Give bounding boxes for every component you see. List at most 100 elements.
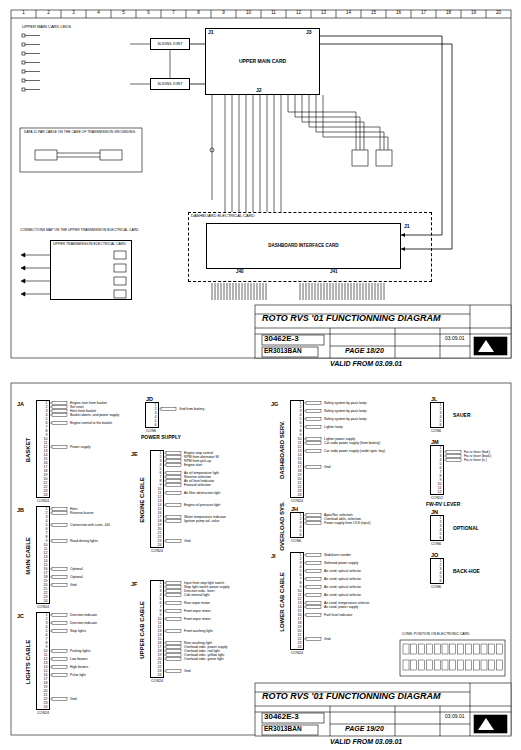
- pin-number: 6: [160, 471, 162, 475]
- wire: [304, 467, 306, 468]
- note-label: ROTO RVS '01 FUNCTIONNING DIAGRAM: [262, 692, 440, 702]
- signal-description: Reverse selection: [184, 475, 211, 479]
- pin-number: 10: [298, 437, 302, 441]
- pin-number: 3: [46, 515, 48, 519]
- wire: [253, 95, 254, 212]
- wire-number-box: [161, 407, 176, 410]
- pin-stub: [248, 283, 249, 300]
- led-symbol: [22, 61, 25, 64]
- pin-number: 20: [158, 527, 162, 531]
- pin-number: 1: [46, 507, 48, 511]
- grid-cell: [489, 644, 495, 654]
- pin-number: 21: [158, 661, 162, 665]
- column-number: 4: [97, 11, 100, 16]
- pin-stub: [315, 283, 316, 300]
- connector-line: [190, 44, 205, 45]
- wire-number-box: [166, 459, 181, 462]
- pin-number: 5: [440, 532, 442, 536]
- pin-stub: [363, 283, 364, 300]
- wire: [267, 95, 268, 212]
- pin-stub: [309, 283, 310, 300]
- pin-number: 9: [46, 645, 48, 649]
- pin-number: 1: [440, 516, 442, 520]
- connector-name: MAIN CABLE: [25, 537, 32, 575]
- pin-stub: [357, 283, 358, 300]
- pin-number: 22: [298, 485, 302, 489]
- pin-stub: [251, 283, 252, 300]
- grid-cell: [473, 644, 479, 654]
- pin-number: 12: [298, 445, 302, 449]
- connector-type: CON24: [151, 550, 163, 554]
- connector-type: CON24: [37, 500, 49, 504]
- pin-number: 4: [300, 413, 302, 417]
- pin-stub: [212, 283, 213, 300]
- wire: [288, 95, 356, 150]
- connector-type: CON24: [291, 652, 303, 656]
- pin-number: 11: [158, 491, 162, 495]
- pin-number: 24: [158, 673, 162, 677]
- wire-number-box: [52, 673, 67, 676]
- connector-type: CON6: [431, 586, 441, 590]
- wire-number-box: [52, 575, 67, 578]
- connector-block: JGCON24DASHBOARD SERV.123456789101112131…: [290, 400, 304, 498]
- pin-number: 16: [158, 641, 162, 645]
- wire: [164, 583, 166, 584]
- pin-number: 18: [158, 649, 162, 653]
- pin-number: 11: [438, 486, 442, 490]
- signal-description: Reverse buzzer: [70, 511, 94, 515]
- diagram-title: ROTO RVS '01 FUNCTIONNING DIAGRAM: [262, 314, 440, 324]
- wire: [50, 509, 52, 510]
- pin-number: 2: [160, 585, 162, 589]
- connector-name: OVERLOAD SYS.: [279, 501, 286, 550]
- pin-number: 14: [158, 633, 162, 637]
- grid-cell: [426, 644, 432, 654]
- note-label: VALID FROM 03.09.01: [330, 360, 402, 368]
- pin-number: 10: [158, 487, 162, 491]
- grid-cell: [434, 660, 440, 670]
- drawing-stroke: [25, 255, 50, 294]
- pin-number: 13: [158, 499, 162, 503]
- pin-number: 13: [298, 601, 302, 605]
- wire: [304, 523, 306, 524]
- connector-type: CON24: [37, 606, 49, 610]
- wire-number-box: [166, 503, 181, 506]
- connector-name: POWER SUPPLY: [141, 435, 181, 441]
- pin-number: 9: [440, 478, 442, 482]
- pin-number: 21: [298, 481, 302, 485]
- pin-stub: [263, 283, 264, 300]
- wire-number-box: [52, 511, 67, 514]
- drawing-stroke: [25, 44, 40, 45]
- signal-description: Lighter lamp: [324, 425, 343, 429]
- connector-id: JF: [131, 581, 137, 587]
- signal-description: Gnd: [184, 539, 190, 543]
- pin-stub: [245, 283, 246, 300]
- grid-cell: [442, 660, 448, 670]
- pin-number: 7: [46, 637, 48, 641]
- signal-description: Gnd: [324, 465, 330, 469]
- pin-number: 2: [300, 405, 302, 409]
- wire: [50, 659, 52, 660]
- pin-stub: [303, 283, 304, 300]
- wire-number-box: [166, 581, 181, 584]
- pin-stub: [257, 283, 258, 300]
- pin-stub: [239, 283, 240, 300]
- wire: [50, 651, 52, 652]
- wire-number-box: [166, 519, 181, 522]
- note-label: 03.09.01: [445, 336, 464, 342]
- pin-stub: [318, 283, 319, 300]
- drawing-stroke: [436, 10, 437, 18]
- signal-description: Rear wiper motor: [184, 601, 210, 605]
- signal-description: Engine oil pressure light: [184, 503, 220, 507]
- pin-number: 21: [298, 633, 302, 637]
- pin-number: 15: [44, 669, 48, 673]
- drawing-stroke: [25, 62, 40, 63]
- wire-number-box: [52, 405, 67, 408]
- wire: [304, 419, 306, 420]
- pin-number: 7: [300, 577, 302, 581]
- wire: [164, 465, 166, 466]
- pin-number: 4: [440, 458, 442, 462]
- wire-number-box: [52, 697, 67, 700]
- column-number: 9: [222, 11, 225, 16]
- note-label: PAGE 19/20: [345, 725, 384, 733]
- wire-number-box: [306, 425, 321, 428]
